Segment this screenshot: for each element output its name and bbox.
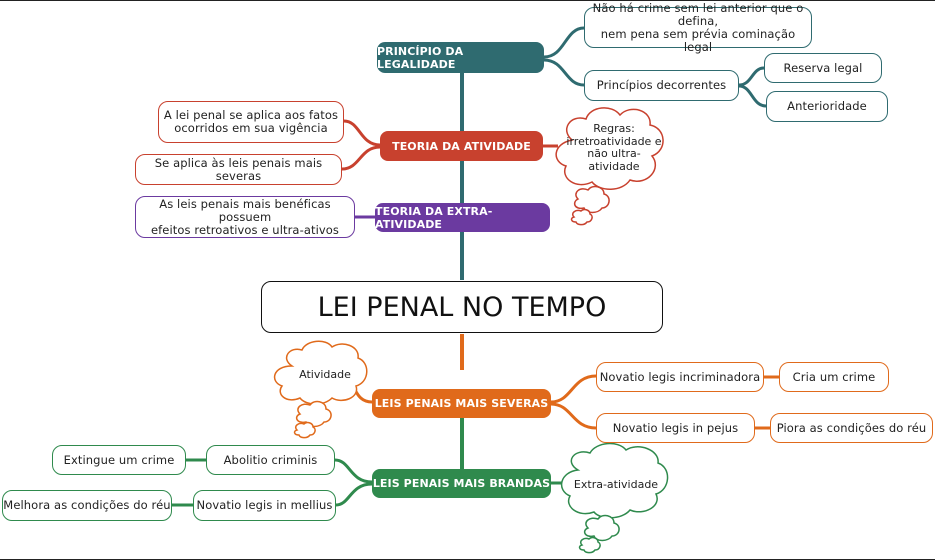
link-severas-incriminadora	[550, 374, 597, 404]
node-cria-crime: Cria um crime	[779, 362, 889, 392]
cloud-atividade-shape	[273, 340, 368, 439]
link-brandas-abolitio	[334, 458, 373, 484]
topic-leis-mais-severas: LEIS PENAIS MAIS SEVERAS	[372, 389, 551, 418]
link-severas-pejus	[550, 402, 597, 430]
node-extingue-crime: Extingue um crime	[52, 445, 186, 475]
topic-leis-mais-brandas: LEIS PENAIS MAIS BRANDAS	[372, 469, 551, 498]
topic-principio-legalidade: PRINCÍPIO DA LEGALIDADE	[377, 42, 544, 73]
link-legalidade-decorrentes	[543, 58, 585, 87]
node-definicao-legalidade: Não há crime sem lei anterior que o defi…	[584, 1, 812, 53]
link-atividade-fatos	[343, 119, 381, 147]
cloud-extra-atividade-shape	[560, 442, 669, 554]
node-novatio-in-mellius: Novatio legis in mellius	[193, 490, 336, 521]
cloud-regras-shape	[555, 107, 664, 226]
node-principios-decorrentes: Princípios decorrentes	[584, 70, 739, 101]
node-leis-beneficas: As leis penais mais benéficas possuem ef…	[135, 196, 355, 238]
node-novatio-incriminadora: Novatio legis incriminadora	[596, 362, 764, 392]
central-topic: LEI PENAL NO TEMPO	[261, 281, 663, 333]
node-piora-condicoes: Piora as condições do réu	[770, 413, 933, 443]
node-abolitio-criminis: Abolitio criminis	[206, 445, 335, 475]
link-legalidade-definicao	[543, 26, 585, 59]
link-decorrentes-anterioridade	[738, 84, 767, 108]
node-fatos-vigencia: A lei penal se aplica aos fatos ocorrido…	[158, 101, 344, 143]
node-reserva-legal: Reserva legal	[764, 53, 882, 83]
cloud-regras-text: Regras: irretroatividade e não ultra-ati…	[566, 122, 662, 173]
node-novatio-in-pejus: Novatio legis in pejus	[596, 413, 755, 443]
cloud-atividade-text: Atividade	[299, 367, 351, 381]
topic-teoria-atividade: TEORIA DA ATIVIDADE	[380, 131, 543, 161]
node-anterioridade: Anterioridade	[766, 91, 888, 122]
node-melhora-condicoes: Melhora as condições do réu	[2, 490, 172, 521]
link-atividade-severas	[341, 145, 381, 171]
link-brandas-mellius	[335, 482, 373, 507]
topic-teoria-extra-atividade: TEORIA DA EXTRA-ATIVIDADE	[375, 203, 550, 232]
node-leis-mais-severas: Se aplica às leis penais mais severas	[135, 154, 342, 185]
cloud-extra-atividade-text: Extra-atividade	[573, 477, 659, 491]
link-decorrentes-reserva	[738, 66, 765, 87]
